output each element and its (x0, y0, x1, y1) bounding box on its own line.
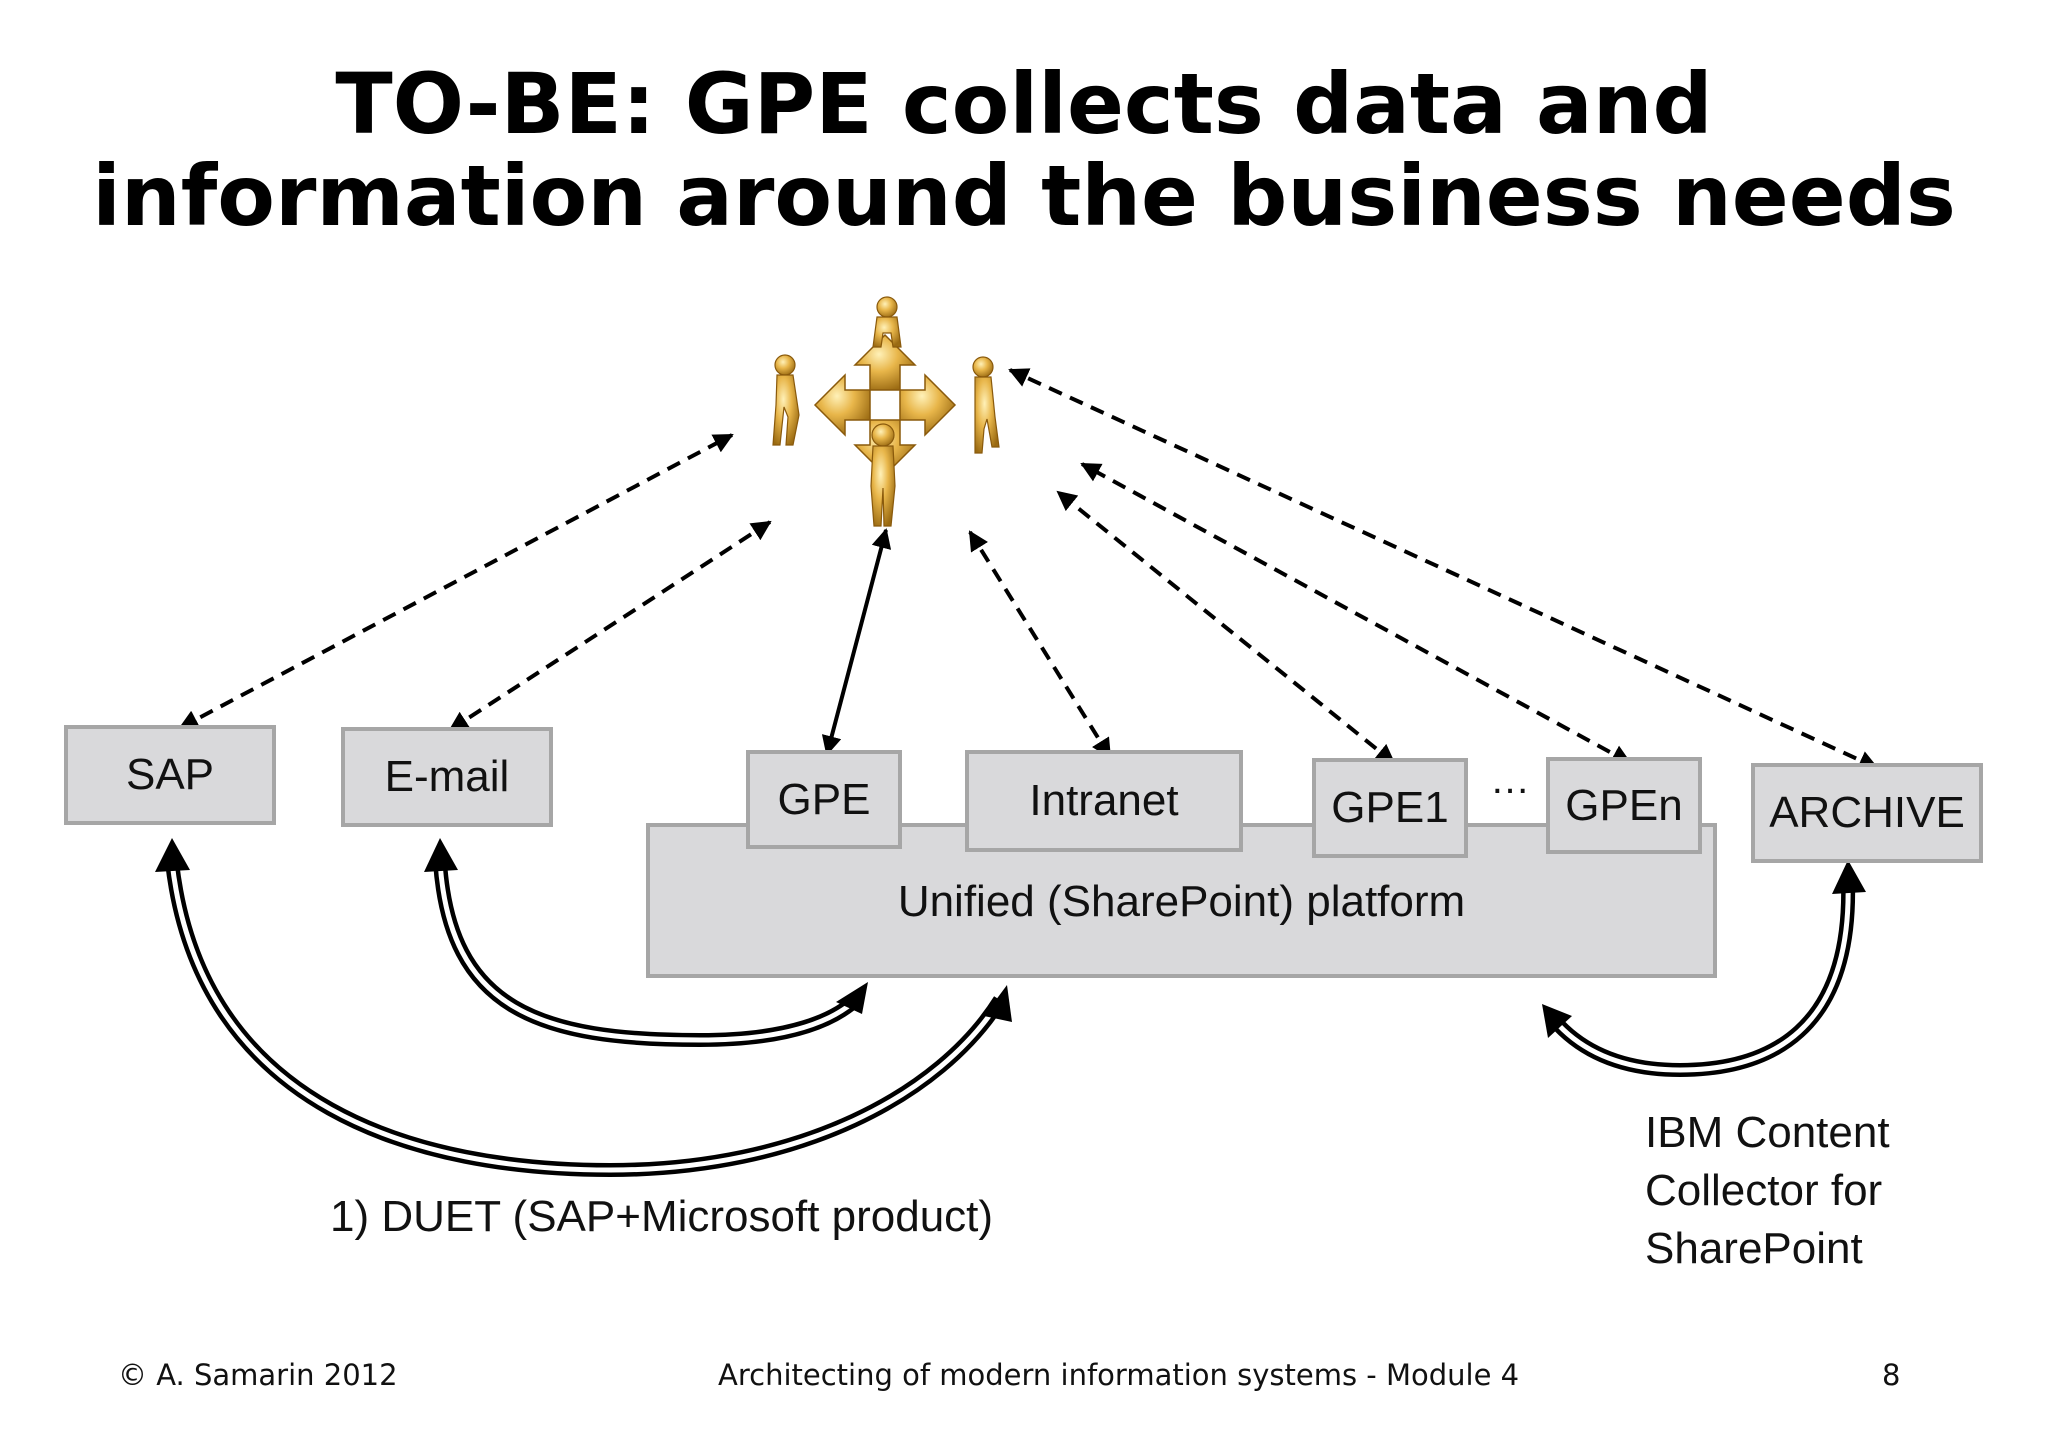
gpe1-box: GPE1 (1312, 758, 1468, 858)
link-archive-icon (1008, 368, 1879, 770)
ibm-collector-label: IBM Content Collector for SharePoint (1645, 1104, 1890, 1278)
duet-label: 1) DUET (SAP+Microsoft product) (330, 1192, 994, 1241)
curve-archive-platform (1542, 860, 1866, 1078)
footer-copyright: © A. Samarin 2012 (118, 1358, 398, 1392)
footer-course-title: Architecting of modern information syste… (718, 1358, 1520, 1392)
gpe1-label: GPE1 (1331, 783, 1449, 832)
curve-sap-platform (155, 838, 1012, 1178)
intranet-label: Intranet (1029, 776, 1179, 825)
title-line-1: TO-BE: GPE collects data and (335, 55, 1713, 153)
link-sap-icon (178, 433, 734, 730)
gpe-ellipsis: … (1490, 758, 1530, 802)
title-line-2: information around the business needs (92, 147, 1956, 245)
link-intranet-icon (968, 530, 1112, 759)
link-gpe-icon (821, 528, 892, 756)
archive-box: ARCHIVE (1751, 763, 1983, 863)
link-gpe1-icon (1056, 490, 1396, 765)
email-box: E-mail (341, 727, 553, 827)
gpen-label: GPEn (1565, 780, 1683, 830)
ibm-label-line-1: IBM Content (1645, 1108, 1890, 1157)
link-gpen-icon (1080, 462, 1632, 765)
footer-page-number: 8 (1882, 1358, 1901, 1392)
platform-label: Unified (SharePoint) platform (897, 877, 1466, 926)
gpe-label: GPE (777, 774, 871, 824)
gpen-box: GPEn (1546, 757, 1702, 854)
link-email-icon (448, 520, 772, 732)
sap-box: SAP (64, 725, 276, 825)
sap-label: SAP (125, 750, 215, 799)
email-label: E-mail (384, 752, 510, 801)
slide-title: TO-BE: GPE collects data and information… (0, 58, 2048, 242)
ibm-label-line-3: SharePoint (1645, 1224, 1863, 1273)
ibm-label-line-2: Collector for (1645, 1166, 1883, 1215)
curve-email-platform (424, 838, 868, 1048)
intranet-box: Intranet (965, 750, 1243, 852)
process-people-puzzle-icon (772, 296, 1000, 527)
archive-label: ARCHIVE (1769, 788, 1965, 837)
gpe-box: GPE (746, 750, 902, 849)
